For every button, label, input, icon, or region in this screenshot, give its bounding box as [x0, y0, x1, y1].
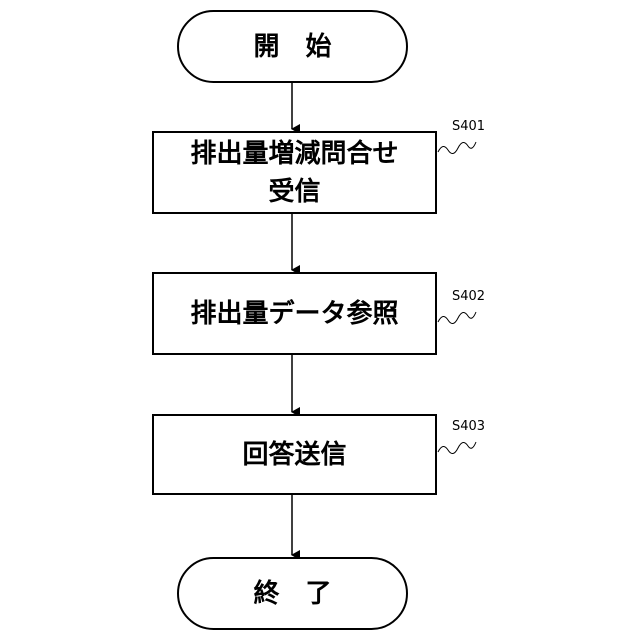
step-s401-label-line1: 排出量増減問合せ [190, 135, 398, 173]
leader-squiggle-s401 [438, 142, 476, 154]
step-id-s401: S401 [452, 119, 485, 134]
start-label: 開 始 [253, 28, 331, 66]
process-step-s402: 排出量データ参照 [152, 272, 437, 355]
process-step-s401: 排出量増減問合せ 受信 [152, 131, 437, 214]
end-terminal: 終 了 [177, 557, 408, 630]
step-s402-label: 排出量データ参照 [190, 295, 398, 333]
step-s403-label: 回答送信 [242, 436, 346, 474]
end-label: 終 了 [253, 575, 331, 613]
leader-squiggle-s403 [438, 442, 476, 454]
step-id-s402: S402 [452, 289, 485, 304]
step-id-s403: S403 [452, 419, 485, 434]
step-s401-label-line2: 受信 [190, 173, 398, 211]
start-terminal: 開 始 [177, 10, 408, 83]
leader-squiggle-s402 [438, 312, 476, 324]
process-step-s403: 回答送信 [152, 414, 437, 495]
